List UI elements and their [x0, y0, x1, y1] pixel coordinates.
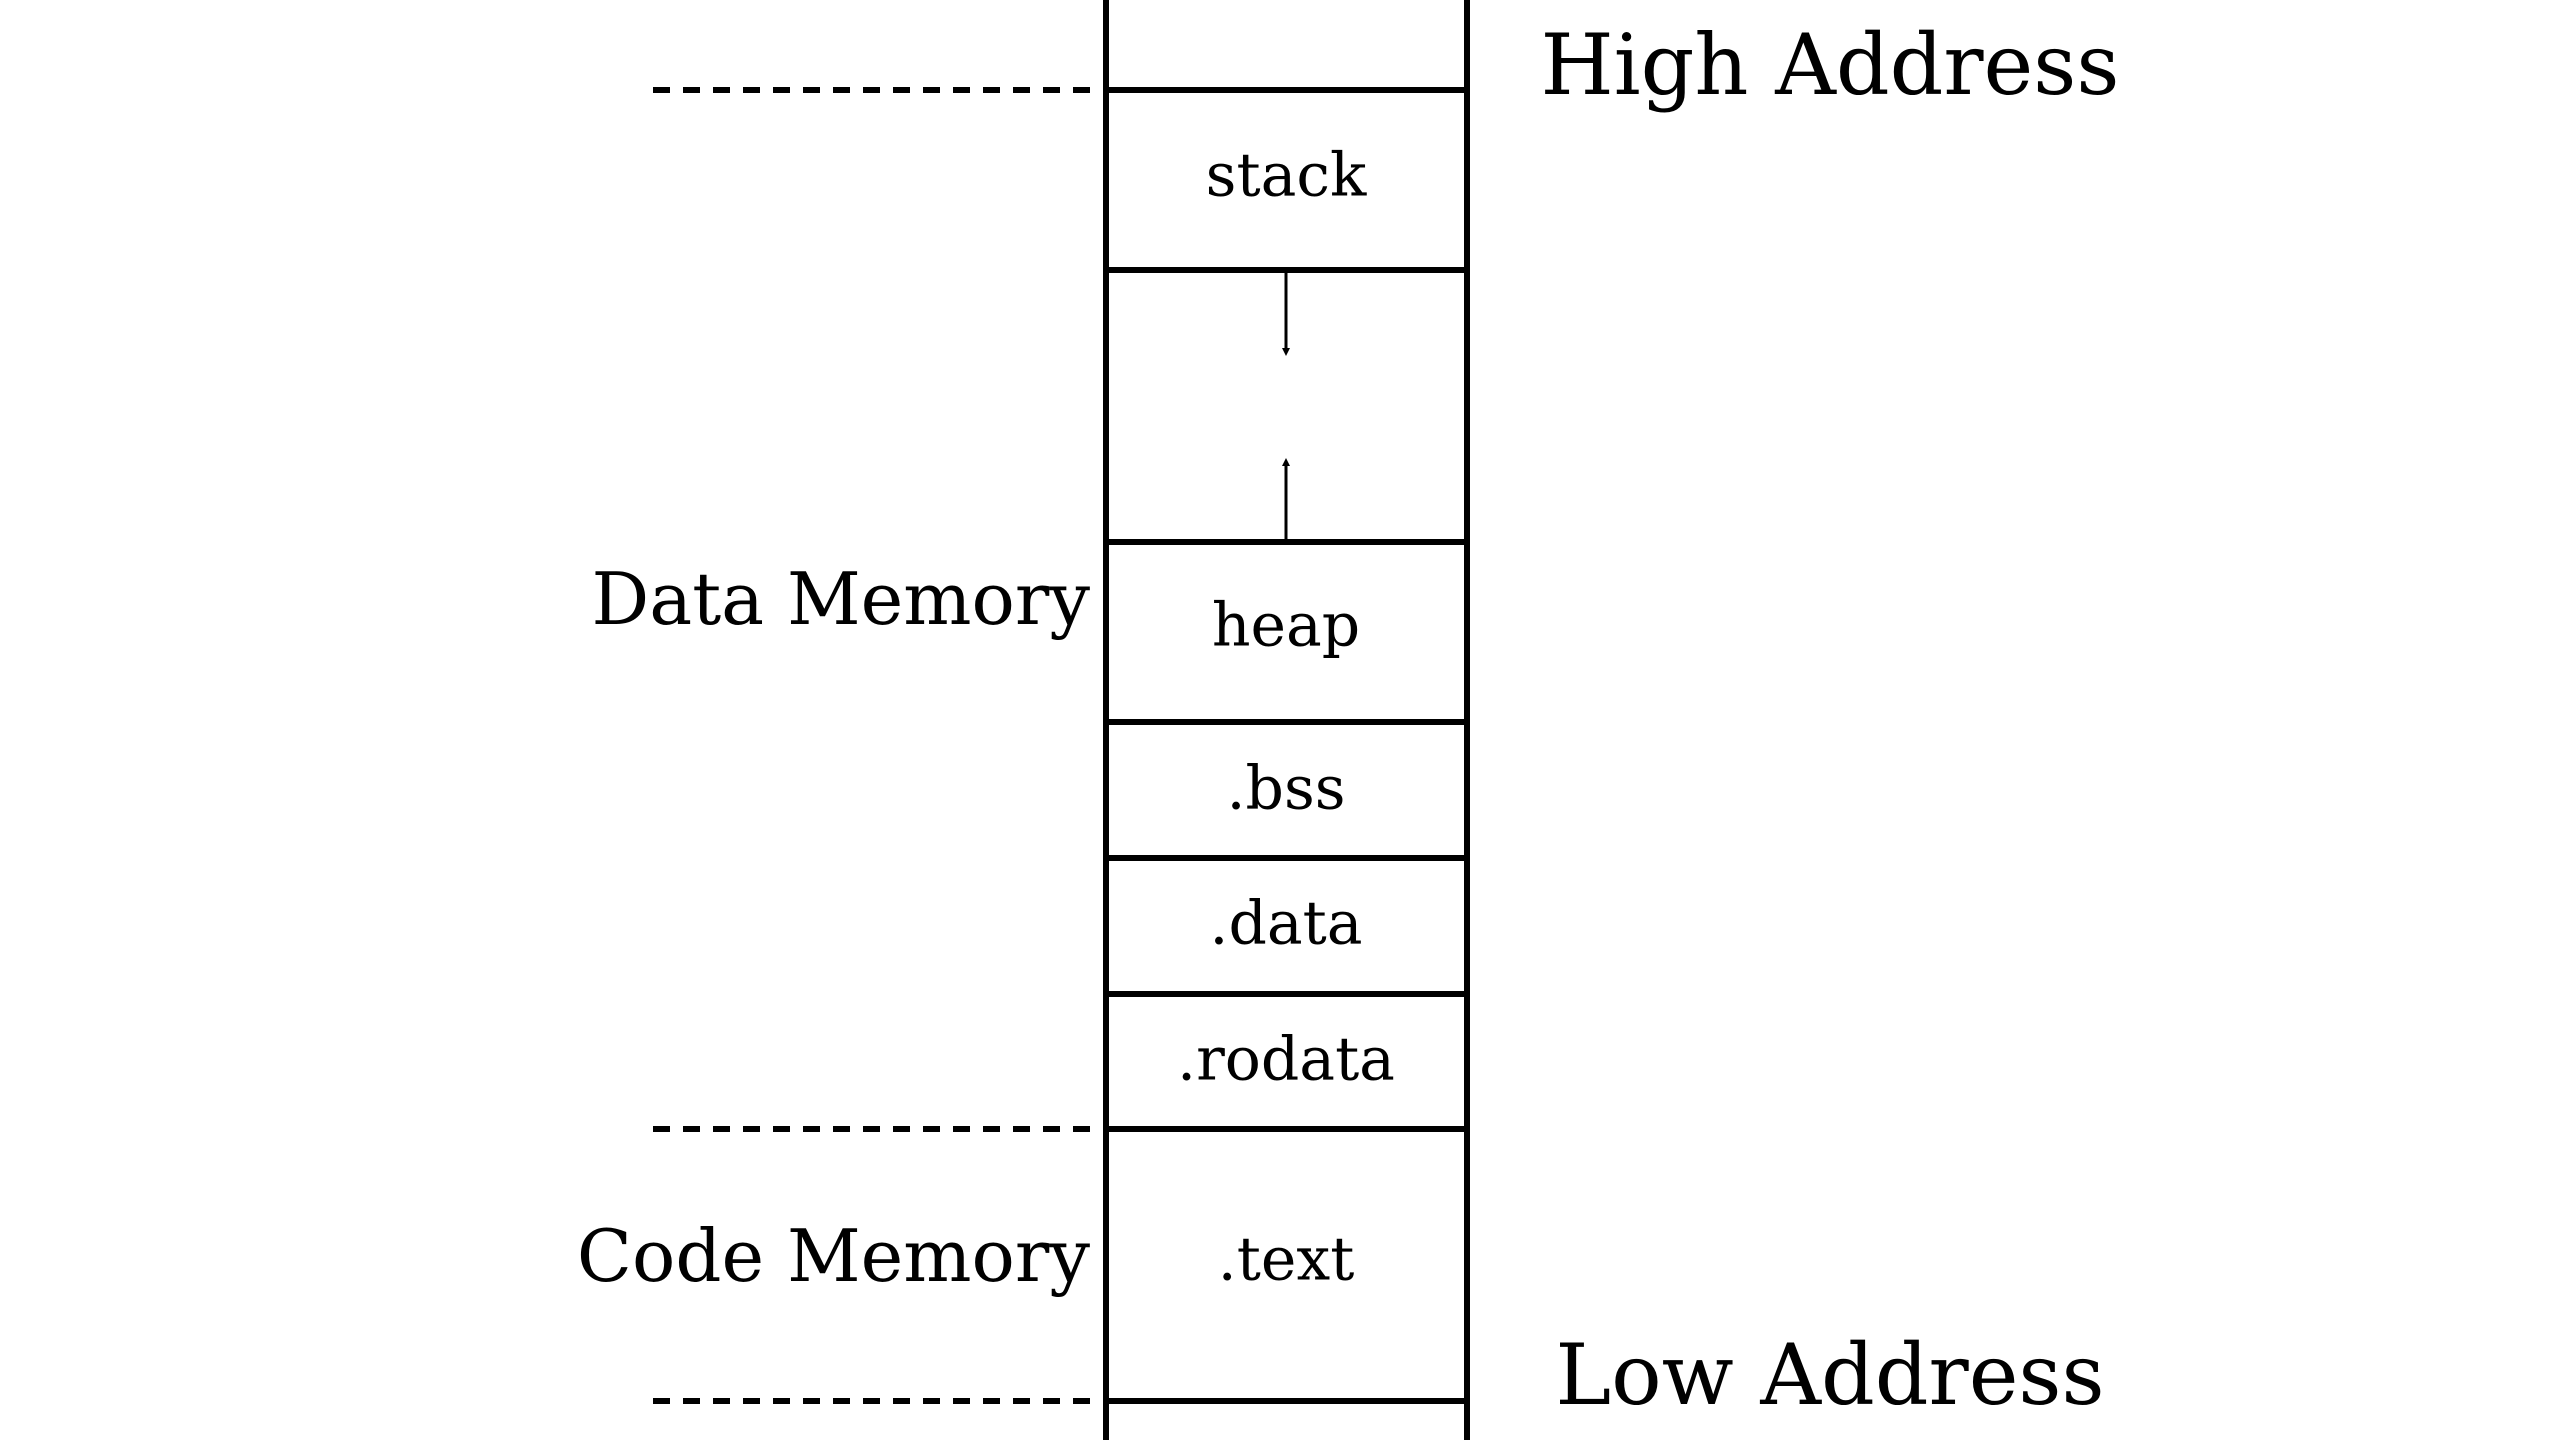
segment-label-stack: stack	[1206, 141, 1367, 211]
segment-label-heap: heap	[1212, 591, 1360, 661]
segment-label-data: .data	[1209, 889, 1362, 959]
segment-label-text: .text	[1218, 1225, 1355, 1295]
low-address-label: Low Address	[1555, 1326, 2104, 1424]
region-label-data-memory: Data Memory	[592, 557, 1091, 641]
region-label-code-memory: Code Memory	[577, 1214, 1090, 1298]
high-address-label: High Address	[1541, 16, 2120, 114]
segment-label-bss: .bss	[1226, 754, 1345, 824]
segment-label-rodata: .rodata	[1177, 1025, 1395, 1095]
